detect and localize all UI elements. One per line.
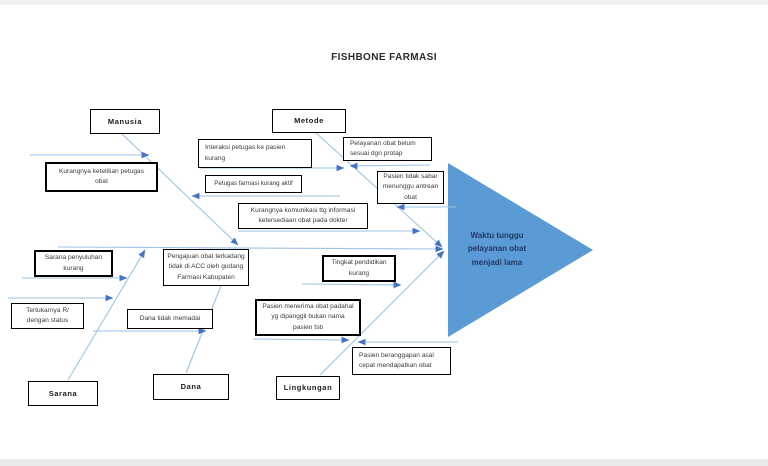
page-edge-bottom xyxy=(0,459,768,466)
category-box-sarana: Sarana xyxy=(28,381,98,406)
arrow-tingkat-pendidikan xyxy=(301,281,402,289)
effect-label: Waktu tunggu pelayanan obat menjadi lama xyxy=(467,231,527,267)
category-box-lingkungan: Lingkungan xyxy=(276,376,340,400)
branch-lingkungan-line xyxy=(319,250,445,376)
category-box-manusia: Manusia xyxy=(90,109,160,134)
arrow-pasien-menerima xyxy=(252,336,350,344)
category-box-metode: Metode xyxy=(272,109,346,133)
cause-box-kurangnya-komunikasi: Kurangnya komunikasi ttg informasi keter… xyxy=(238,203,368,229)
cause-box-dana-tidak-memadai: Dana tidak memadai xyxy=(127,309,213,329)
category-box-dana: Dana xyxy=(153,374,229,400)
cause-box-pasien-tidak-sabar: Pasien tidak sabar menunggu antrean obat xyxy=(377,171,444,204)
cause-box-tertukarnya: Tertukarnya R/ dengan status xyxy=(11,303,84,329)
effect-triangle xyxy=(448,163,593,337)
cause-box-pengajuan-obat: Pengajuan obat terkadang tidak di ACC ol… xyxy=(163,249,249,286)
branch-manusia-line xyxy=(121,133,239,246)
branch-sarana-line xyxy=(67,249,146,381)
cause-box-tingkat-pendidikan: Tingkat pendidikan kurang xyxy=(322,255,396,282)
cause-box-petugas-farmasi: Petugas farmasi kurang aktif xyxy=(205,175,302,193)
cause-box-pasien-menerima: Pasien menerima obat padahal yg dipanggi… xyxy=(255,299,361,336)
cause-box-pelayanan-obat: Pelayanan obat belum sesuai dgn protap xyxy=(343,137,432,161)
cause-box-pasien-beranggapan: Pasien beranggapan asal cepat mendapatka… xyxy=(352,347,451,375)
diagram-title: FISHBONE FARMASI xyxy=(331,52,437,63)
arrow-pelayanan-obat xyxy=(349,162,431,170)
spine-line xyxy=(57,245,444,253)
cause-box-kurangnya-ketelitian: Kurangnya ketelitian petugas obat xyxy=(45,162,158,192)
cause-box-interaksi-petugas: Interaksi petugas ke pasien kurang xyxy=(198,139,312,168)
cause-box-sarana-penyuluhan: Sarana penyuluhan kurang xyxy=(34,250,113,277)
page-edge-top xyxy=(0,0,768,5)
